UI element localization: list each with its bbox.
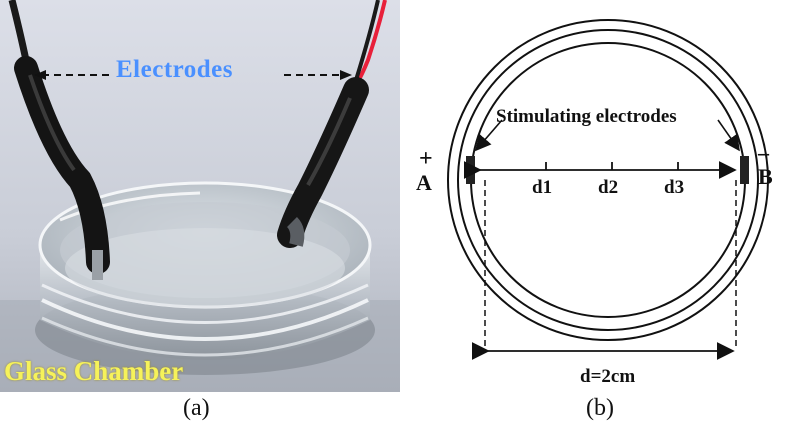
outer-ring <box>447 19 769 341</box>
distance-label-d1: d1 <box>532 177 552 198</box>
diameter-label: d=2cm <box>580 366 635 387</box>
distance-label-d3: d3 <box>664 177 684 198</box>
electrodes-label: Electrodes <box>116 56 234 83</box>
photo-panel-a: Electrodes Glass Chamber <box>0 0 400 392</box>
stimulating-electrodes-label: Stimulating electrodes <box>496 106 677 127</box>
pointer-left <box>474 119 503 152</box>
electrode-a-sign: + <box>419 146 433 172</box>
electrode-b-bar <box>740 156 749 184</box>
distance-label-d2: d2 <box>598 177 618 198</box>
electrode-a-letter: A <box>416 170 432 195</box>
left-electrode <box>8 0 110 280</box>
pointer-right <box>717 119 740 152</box>
caption-b: (b) <box>586 395 614 421</box>
electrode-a-bar <box>466 156 475 184</box>
glass-chamber-photo <box>0 0 400 392</box>
middle-ring <box>457 29 759 331</box>
caption-a: (a) <box>183 395 210 421</box>
electrode-b-sign: – <box>757 140 770 165</box>
chamber-schematic: Stimulating electrodes + A – B d1 d2 d3 … <box>416 19 773 387</box>
electrodes-arrow <box>34 70 352 80</box>
electrode-b-letter: B <box>758 164 773 189</box>
schematic-panel-b: Stimulating electrodes + A – B d1 d2 d3 … <box>400 0 804 392</box>
glass-chamber-label: Glass Chamber <box>4 356 184 386</box>
right-electrode <box>277 0 387 248</box>
